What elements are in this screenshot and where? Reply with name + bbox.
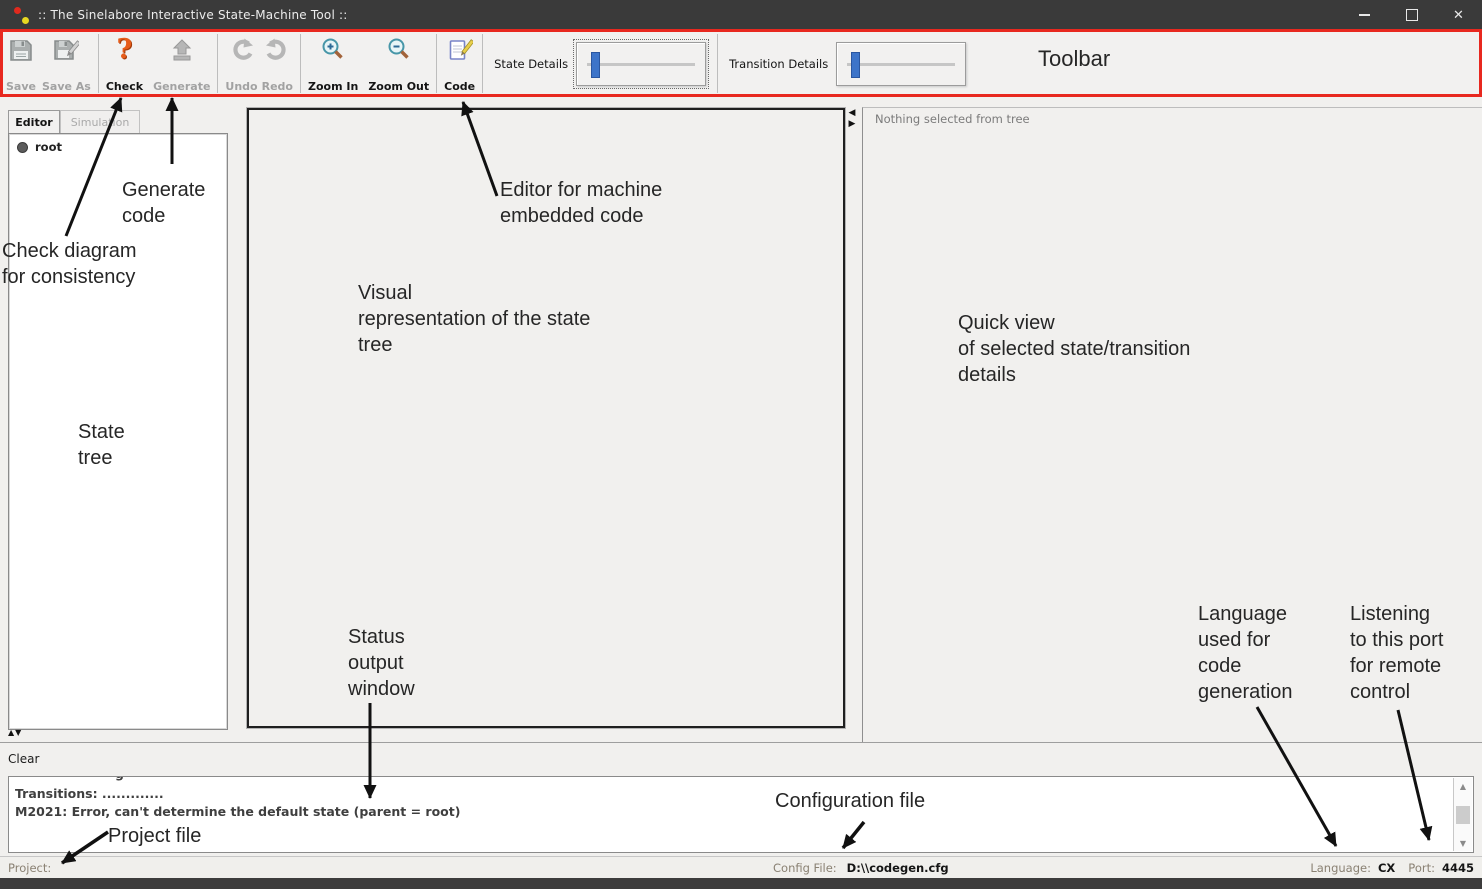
zoom-in-button[interactable]: Zoom In	[308, 30, 358, 97]
check-button[interactable]: ? Check	[106, 30, 143, 97]
minimize-icon	[1359, 14, 1370, 16]
clear-button[interactable]: Clear	[8, 752, 40, 766]
transition-details-label: Transition Details	[729, 56, 829, 71]
floppy-disk-icon	[8, 36, 34, 64]
redo-arrow-icon	[264, 36, 290, 64]
state-details-slider[interactable]	[573, 38, 710, 89]
upload-arrow-icon	[169, 36, 195, 64]
generate-button[interactable]: Generate	[153, 30, 210, 97]
tab-editor[interactable]: Editor	[8, 110, 60, 133]
state-diagram-canvas[interactable]	[246, 107, 846, 729]
code-button[interactable]: Code	[444, 30, 475, 97]
undo-button[interactable]: Undo	[225, 30, 258, 97]
zoom-in-label: Zoom In	[308, 80, 359, 93]
config-file-value: D:\\codegen.cfg	[846, 861, 949, 875]
annotation-state-tree: State tree	[78, 421, 125, 469]
annotation-visual-representation: Visual representation of the state tree	[358, 282, 591, 356]
toolbar: Save Save As ? Check Generate Undo	[0, 30, 1482, 97]
slider-thumb[interactable]	[851, 51, 861, 78]
maximize-icon	[1405, 9, 1418, 21]
horizontal-splitter-handle[interactable]: ▲▼	[8, 728, 23, 737]
generate-label: Generate	[153, 80, 211, 93]
minimize-button[interactable]	[1341, 0, 1388, 30]
undo-label: Undo	[225, 80, 258, 93]
save-button[interactable]: Save	[6, 30, 36, 97]
maximize-button[interactable]	[1388, 0, 1435, 30]
port-label: Port:	[1408, 861, 1435, 875]
window-bottom-edge	[0, 878, 1482, 889]
magnifier-plus-icon	[320, 36, 346, 64]
annotation-toolbar: Toolbar	[1038, 46, 1111, 71]
redo-button[interactable]: Redo	[262, 30, 293, 97]
scrollbar-thumb[interactable]	[1456, 806, 1470, 824]
toolbar-separator	[436, 34, 438, 93]
language-label: Language:	[1310, 861, 1371, 875]
annotation-configuration-file: Configuration file	[775, 790, 926, 812]
scroll-up-icon[interactable]: ▲	[1459, 781, 1467, 791]
port-value: 4445	[1441, 861, 1474, 875]
toolbar-separator	[97, 34, 99, 93]
question-mark-icon: ?	[116, 34, 133, 65]
notepad-pencil-icon	[447, 36, 473, 64]
tree-node-root[interactable]: root	[17, 140, 62, 154]
annotation-generate-code: Generate code	[122, 179, 206, 227]
state-node-icon	[17, 141, 28, 153]
bottom-divider	[0, 742, 1482, 743]
transition-details-slider[interactable]	[836, 41, 967, 86]
annotation-language-used: Language used for code generation	[1198, 603, 1293, 703]
floppy-disk-pencil-icon	[53, 36, 80, 64]
close-button[interactable]: ✕	[1453, 7, 1464, 23]
undo-arrow-icon	[229, 36, 255, 64]
state-details-label: State Details	[494, 56, 569, 71]
status-bar: Project: Config File: D:\\codegen.cfg La…	[0, 856, 1482, 878]
toolbar-separator	[717, 34, 719, 93]
save-label: Save	[6, 80, 36, 93]
toolbar-separator	[300, 34, 301, 93]
toolbar-separator	[482, 34, 484, 93]
save-as-button[interactable]: Save As	[42, 30, 91, 97]
zoom-out-label: Zoom Out	[368, 80, 430, 93]
window-title: :: The Sinelabore Interactive State-Mach…	[38, 8, 348, 22]
check-label: Check	[105, 80, 144, 93]
status-output-window[interactable]: g Transitions: ............. M2021: Erro…	[8, 776, 1474, 853]
language-value: CX	[1377, 861, 1396, 875]
log-scrollbar[interactable]: ▲ ▼	[1453, 778, 1472, 851]
config-file-label: Config File:	[773, 861, 837, 875]
state-details-group: State Details	[490, 30, 710, 97]
magnifier-minus-icon	[386, 36, 412, 64]
annotation-listening-port: Listening to this port for remote contro…	[1350, 603, 1444, 703]
tree-node-label: root	[35, 140, 62, 154]
annotation-project-file: Project file	[108, 825, 202, 847]
toolbar-separator	[217, 34, 219, 93]
save-as-label: Save As	[41, 80, 91, 93]
transition-details-group: Transition Details	[725, 30, 970, 97]
slider-track	[587, 62, 696, 66]
slider-track	[847, 62, 956, 66]
redo-label: Redo	[261, 80, 293, 93]
scroll-down-icon[interactable]: ▼	[1459, 838, 1467, 848]
empty-selection-message: Nothing selected from tree	[875, 112, 1030, 126]
tab-simulation[interactable]: Simulation	[60, 110, 140, 133]
log-line: M2021: Error, can't determine the defaul…	[15, 804, 461, 819]
annotation-check-diagram: Check diagram for consistency	[2, 240, 137, 288]
annotation-status-output: Status output window	[348, 626, 415, 700]
expand-right-icon[interactable]: ▶	[848, 119, 856, 129]
code-label: Code	[444, 80, 476, 93]
zoom-out-button[interactable]: Zoom Out	[368, 30, 429, 97]
annotation-editor-embedded: Editor for machine embedded code	[500, 179, 663, 227]
log-line-clipped: g	[15, 777, 1467, 785]
quick-view-panel: Nothing selected from tree	[862, 107, 1482, 742]
annotation-quick-view: Quick view of selected state/transition …	[958, 312, 1191, 386]
project-label: Project:	[8, 861, 52, 875]
slider-thumb[interactable]	[591, 51, 601, 78]
panel-splitter[interactable]: ◀ ▶	[846, 108, 858, 130]
log-line: Transitions: .............	[15, 786, 164, 801]
title-bar: :: The Sinelabore Interactive State-Mach…	[0, 0, 1482, 30]
collapse-left-icon[interactable]: ◀	[848, 108, 856, 118]
app-logo-icon	[12, 7, 32, 25]
